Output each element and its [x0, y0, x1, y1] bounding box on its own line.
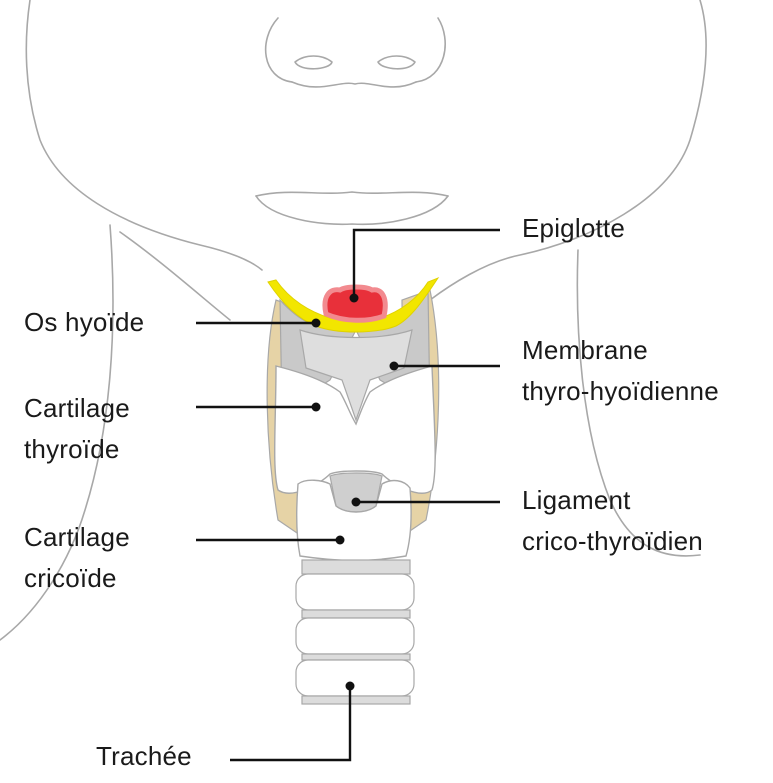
nose-outline [264, 17, 446, 83]
label-ligament-line2: crico-thyroïdien [522, 526, 703, 556]
label-cartilage-thyroide: Cartilage thyroïde [24, 388, 130, 470]
dot-cartilage-thyroide [311, 402, 321, 412]
epiglottis-shape [322, 284, 388, 323]
thyroid-cartilage-shape [273, 365, 436, 494]
label-ligament-line1: Ligament [522, 485, 631, 515]
label-epiglotte: Epiglotte [522, 208, 625, 249]
dot-os-hyoide [311, 318, 321, 328]
dot-epiglotte [349, 293, 359, 303]
head-outline-right [429, 0, 707, 301]
chin-shadow-left [119, 231, 231, 321]
label-cartilage-cricoide-line1: Cartilage [24, 522, 130, 552]
trachea-band-3 [301, 653, 411, 661]
label-cartilage-thyroide-line2: thyroïde [24, 434, 120, 464]
dot-trachee [345, 681, 355, 691]
neck-right [576, 249, 701, 557]
label-epiglotte-text: Epiglotte [522, 213, 625, 243]
label-trachee-text: Trachée [96, 741, 192, 771]
nostril-left [294, 55, 333, 70]
trachea-band-2 [301, 609, 411, 619]
label-membrane-line2: thyro-hyoïdienne [522, 376, 719, 406]
trachea-ring-2 [295, 617, 415, 655]
trachea-band-4 [301, 695, 411, 705]
label-os-hyoide-text: Os hyoïde [24, 307, 145, 337]
dot-ligament [351, 497, 361, 507]
label-os-hyoide: Os hyoïde [24, 302, 144, 343]
label-membrane: Membrane thyro-hyoïdienne [522, 330, 719, 412]
label-cartilage-cricoide-line2: cricoïde [24, 563, 117, 593]
nostril-right [377, 55, 416, 70]
nose-base [291, 81, 417, 88]
leader-epiglotte [352, 228, 500, 298]
trachea-ring-1 [295, 573, 415, 611]
dot-membrane [389, 361, 399, 371]
trachea-band-1 [301, 559, 411, 575]
neck-left [0, 224, 114, 641]
dot-cartilage-cricoide [335, 535, 345, 545]
label-trachee: Trachée [96, 736, 192, 777]
membrane-center [299, 329, 413, 422]
head-outline [25, 0, 263, 271]
lower-lip [255, 195, 449, 226]
trachea-ring-3 [295, 659, 415, 697]
label-membrane-line1: Membrane [522, 335, 648, 365]
label-cartilage-cricoide: Cartilage cricoïde [24, 517, 130, 599]
leader-trachee [230, 686, 352, 762]
label-ligament: Ligament crico-thyroïdien [522, 480, 703, 562]
label-cartilage-thyroide-line1: Cartilage [24, 393, 130, 423]
upper-lip [255, 191, 449, 197]
